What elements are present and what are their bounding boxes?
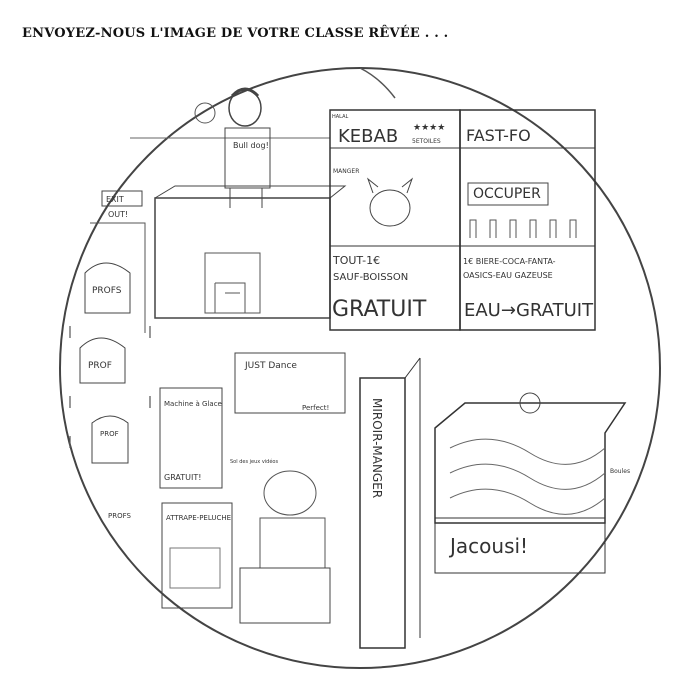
biere-line2: OASICS-EAU GAZEUSE — [463, 271, 553, 280]
stars-label: ★★★★ — [413, 123, 445, 133]
ceiling-lamp — [359, 67, 396, 99]
manger-label: MANGER — [333, 168, 359, 175]
bulldog-character: Bull dog! — [224, 87, 271, 208]
gratuit-left-label: GRATUIT — [332, 297, 427, 322]
out-label: OUT! — [108, 210, 128, 219]
just-dance-area: JUST Dance Perfect! — [234, 352, 346, 414]
biere-line1: 1€ BIERE-COCA-FANTA- — [463, 257, 556, 266]
sketch-svg: Bull dog! EXIT OUT! PROFS PROF PROF PROF… — [59, 67, 661, 669]
just-dance-label: JUST Dance — [244, 361, 297, 371]
boules-label: Boules — [610, 468, 630, 475]
profs-small-label: PROFS — [108, 512, 131, 520]
food-stand: HALAL KEBAB ★★★★ 5ETOILES FAST-FO MANGER… — [329, 109, 596, 331]
dream-classroom-drawing: Bull dog! EXIT OUT! PROFS PROF PROF PROF… — [40, 48, 672, 688]
miroir-manger-label: MIROIR-MANGER — [370, 398, 384, 498]
mirror-panel: MIROIR-MANGER — [359, 357, 421, 649]
halal-label: HALAL — [332, 114, 349, 120]
jacuzzi: Jacousi! Boules — [434, 392, 630, 574]
profs-label: PROFS — [92, 286, 122, 296]
kebab-label: KEBAB — [338, 126, 398, 147]
claw-machine: ATTRAPE-PELUCHE — [161, 502, 233, 609]
prof-small-label: PROF — [100, 430, 119, 438]
sol-jeux-label: Sol des jeux vidéos — [230, 458, 278, 465]
teacher-desk — [154, 185, 347, 319]
sauf-boisson-label: SAUF-BOISSON — [333, 272, 408, 283]
page-header: ENVOYEZ-NOUS L'IMAGE DE VOTRE CLASSE RÊV… — [22, 26, 449, 41]
attrape-peluche-label: ATTRAPE-PELUCHE — [166, 514, 231, 522]
gratuit-glace-label: GRATUIT! — [164, 473, 201, 482]
jacousi-label: Jacousi! — [448, 534, 528, 558]
ice-cream-machine: Machine à Glace GRATUIT! — [159, 387, 223, 489]
tout-1-label: TOUT-1€ — [332, 254, 380, 267]
perfect-label: Perfect! — [302, 404, 329, 412]
eau-gratuit-label: EAU→GRATUIT — [464, 300, 594, 321]
occuper-label: OCCUPER — [473, 186, 541, 202]
profs-figures: PROFS PROF PROF PROFS — [69, 262, 151, 520]
prof-label: PROF — [88, 361, 112, 371]
fast-food-label: FAST-FO — [466, 126, 531, 145]
lamp-left — [194, 102, 216, 124]
exit-area: EXIT OUT! — [90, 190, 146, 333]
exit-label: EXIT — [106, 195, 124, 204]
dancer — [239, 470, 331, 624]
five-stars-label: 5ETOILES — [412, 138, 441, 145]
bulldog-label: Bull dog! — [233, 141, 269, 150]
machine-glace-label: Machine à Glace — [164, 400, 222, 408]
